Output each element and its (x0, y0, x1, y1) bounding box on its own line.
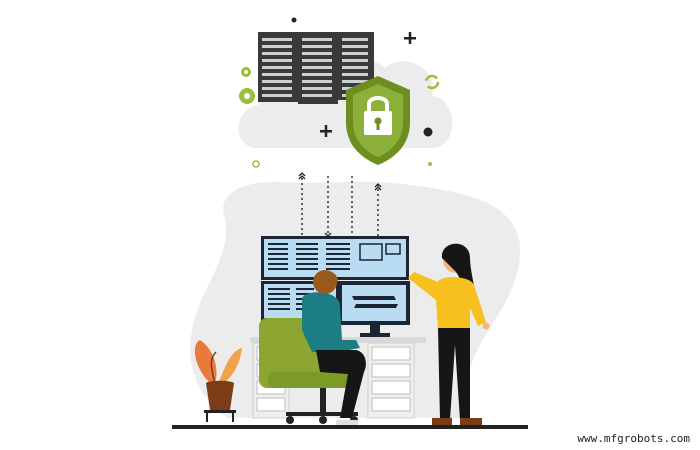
server-slot (342, 59, 368, 62)
screen-code-line (326, 253, 350, 255)
server-slot (262, 52, 292, 55)
small-dot (428, 162, 432, 166)
server-slot (342, 80, 368, 83)
screen-code-line (268, 308, 290, 310)
server-slot (262, 45, 292, 48)
server-slot (262, 94, 292, 97)
screen-code-line (268, 263, 288, 265)
server-slot (302, 80, 332, 83)
standing-woman (408, 243, 490, 426)
screen-code-line (296, 288, 314, 290)
screen-code-line (268, 253, 288, 255)
server-slot (302, 59, 332, 62)
server-slot (342, 73, 368, 76)
watermark: www.mfgrobots.com (577, 432, 690, 445)
server-slot (262, 73, 292, 76)
server-slot (302, 87, 332, 90)
plant-icon (194, 340, 242, 422)
screen-code-line (296, 253, 318, 255)
server-slot (262, 59, 292, 62)
screen-code-line (326, 258, 350, 260)
server-slot (302, 94, 332, 97)
desk-monitor (338, 281, 410, 337)
screen-code-line (296, 258, 318, 260)
screen-code-line (268, 268, 288, 270)
server-slot (302, 38, 332, 41)
screen-code-line (268, 248, 288, 250)
screen-code-line (326, 243, 350, 245)
server-slot (302, 73, 332, 76)
refresh-icon (424, 74, 440, 90)
desk-drawer (256, 397, 286, 412)
decor-marks (291, 17, 433, 137)
data-flow-lines (301, 176, 379, 238)
screen-code-line (268, 303, 290, 305)
server-slot (302, 45, 332, 48)
desk-drawer (371, 380, 411, 395)
screen-code-line (326, 263, 350, 265)
screen-code-line (296, 268, 318, 270)
floor-line (172, 425, 528, 429)
server-slot (342, 66, 368, 69)
seated-man (301, 270, 366, 426)
screen-code-line (296, 263, 318, 265)
desk-drawer (371, 346, 411, 361)
screen-code-line (296, 293, 314, 295)
screen-code-line (326, 248, 350, 250)
screen-code-line (268, 293, 290, 295)
desk-drawer (371, 397, 411, 412)
screen-code-line (268, 298, 290, 300)
desk-drawer (371, 363, 411, 378)
server-slot (342, 45, 368, 48)
screen-code-line (296, 248, 318, 250)
server-slot (302, 66, 332, 69)
server-slot (262, 80, 292, 83)
server-slot (262, 66, 292, 69)
screen-code-line (326, 268, 350, 270)
server-slot (262, 38, 292, 41)
arrow-up-icon (298, 172, 382, 191)
screen-code-line (268, 258, 288, 260)
server-slot (342, 52, 368, 55)
server-slot (262, 87, 292, 90)
server-slot (342, 38, 368, 41)
small-ring (252, 160, 260, 168)
screen-code-line (296, 243, 318, 245)
screen-code-line (268, 288, 290, 290)
server-slot (302, 52, 332, 55)
screen-code-line (268, 243, 288, 245)
shield-lock-icon (346, 76, 410, 165)
